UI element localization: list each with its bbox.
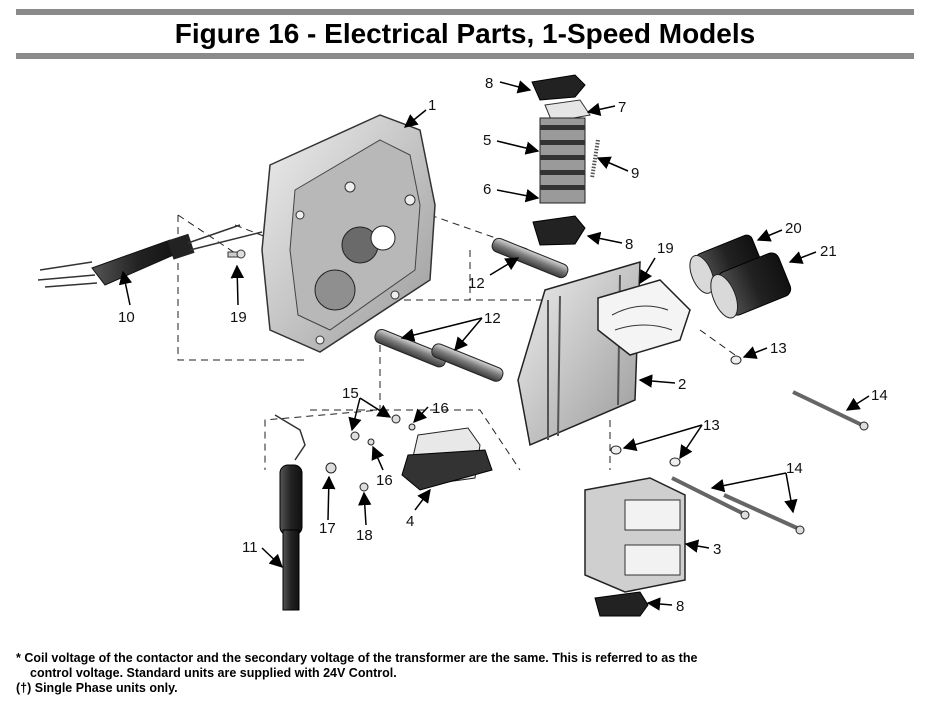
callout-13-lower: 13 (703, 417, 720, 434)
callout-4: 4 (406, 513, 414, 530)
callout-3: 3 (713, 541, 721, 558)
capacitors (689, 234, 792, 319)
callout-10: 10 (118, 309, 135, 326)
callout-11: 11 (242, 539, 258, 556)
callout-labels: 1 8 7 5 9 6 8 10 19 12 12 19 20 21 13 2 … (118, 75, 888, 615)
callout-19: 19 (657, 240, 674, 257)
callout-18-lower: 18 (356, 527, 373, 544)
callout-21: 21 (820, 243, 837, 260)
callout-1: 1 (428, 97, 436, 114)
power-cord (37, 224, 263, 288)
note-star-line2: control voltage. Standard units are supp… (30, 666, 397, 680)
callout-18-upper: 19 (230, 309, 247, 326)
dashed-assembly-lines (177, 214, 736, 471)
title-rule-bottom (16, 53, 914, 59)
callout-6: 6 (483, 181, 491, 198)
callout-8-middle: 8 (625, 236, 633, 253)
screw-18-upper (227, 249, 246, 259)
small-hardware-15-16 (325, 414, 416, 492)
exploded-parts-diagram: 1 8 7 5 9 6 8 10 19 12 12 19 20 21 13 2 … (37, 74, 888, 617)
callout-7: 7 (618, 99, 626, 116)
contactor (584, 477, 686, 617)
capacitor-bracket (597, 279, 691, 356)
callout-13-right: 13 (770, 340, 787, 357)
title-rule-top (16, 9, 914, 15)
note-star-line1: * Coil voltage of the contactor and the … (16, 651, 698, 665)
callout-20: 20 (785, 220, 802, 237)
callout-8-top: 8 (485, 75, 493, 92)
callout-16-upper: 16 (432, 400, 449, 417)
mounting-plate (517, 260, 641, 447)
callout-2: 2 (678, 376, 686, 393)
terminal-block-stack (531, 74, 600, 246)
callout-14-lower: 14 (786, 460, 803, 477)
callout-17: 17 (319, 520, 336, 537)
callout-12-lower: 12 (484, 310, 501, 327)
callout-5: 5 (483, 132, 491, 149)
footnotes: * Coil voltage of the contactor and the … (16, 651, 926, 696)
washers-13 (610, 355, 742, 467)
housing-box (261, 114, 436, 353)
callout-9: 9 (631, 165, 639, 182)
callout-16-lower: 16 (376, 472, 393, 489)
callout-arrows (118, 80, 870, 611)
callout-8-bottom: 8 (676, 598, 684, 615)
callout-15: 15 (342, 385, 359, 402)
lead-cord (274, 414, 306, 611)
long-screws-14 (671, 390, 869, 535)
callout-14-upper: 14 (871, 387, 888, 404)
transformer (401, 427, 493, 491)
callout-12-upper: 12 (468, 275, 485, 292)
note-dagger: (†) Single Phase units only. (16, 681, 178, 695)
figure-title: Figure 16 - Electrical Parts, 1-Speed Mo… (174, 18, 756, 49)
standoff-rods (374, 237, 569, 382)
